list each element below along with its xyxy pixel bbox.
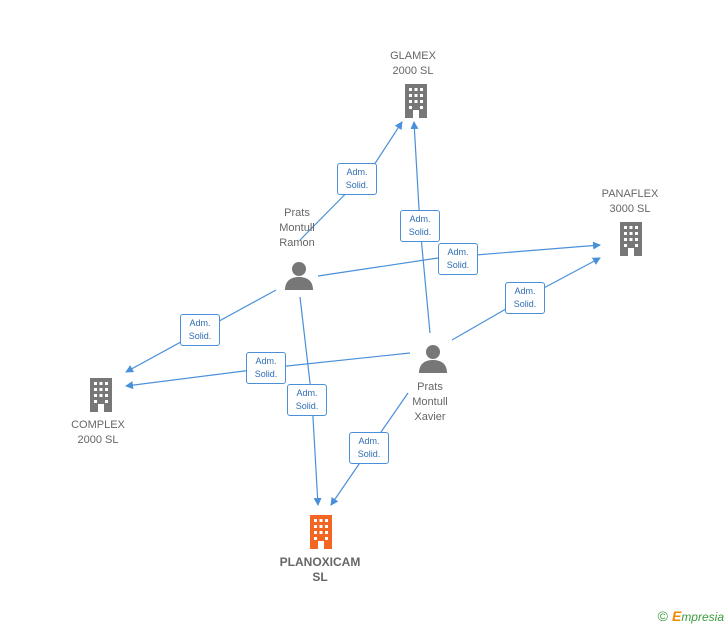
- node-label-line: Montull: [279, 222, 315, 234]
- building-icon[interactable]: [86, 378, 116, 412]
- edge-label-line: Solid.: [295, 401, 319, 411]
- brand-footer: ©Empresia: [658, 608, 724, 624]
- edge-label-xavier-panaflex[interactable]: Adm. Solid.: [505, 282, 545, 314]
- edge-label-ramon-glamex[interactable]: Adm. Solid.: [337, 163, 377, 195]
- edge-label-line: Adm.: [447, 247, 469, 257]
- brand-logo-text: mpresia: [681, 610, 724, 624]
- node-label-panaflex[interactable]: PANAFLEX 3000 SL: [590, 187, 670, 217]
- edge-label-line: Solid.: [446, 260, 470, 270]
- edge-label-line: Solid.: [357, 449, 381, 459]
- edge-label-line: Solid.: [188, 331, 212, 341]
- node-label-line: PLANOXICAM: [279, 555, 361, 569]
- edge-label-xavier-glamex[interactable]: Adm. Solid.: [400, 210, 440, 242]
- node-label-line: Xavier: [414, 411, 446, 423]
- node-label-line: Prats: [284, 207, 310, 219]
- edge-label-ramon-complex[interactable]: Adm. Solid.: [180, 314, 220, 346]
- edge-label-xavier-complex[interactable]: Adm. Solid.: [246, 352, 286, 384]
- edge-label-line: Solid.: [254, 369, 278, 379]
- node-label-line: COMPLEX: [71, 419, 125, 431]
- building-icon[interactable]: [616, 222, 646, 256]
- node-label-line: Montull: [412, 396, 448, 408]
- edge-label-line: Adm.: [296, 388, 318, 398]
- node-label-planoxicam[interactable]: PLANOXICAM SL: [260, 555, 380, 585]
- edge-label-line: Adm.: [255, 356, 277, 366]
- node-label-line: Prats: [417, 381, 443, 393]
- edge-label-line: Adm.: [514, 286, 536, 296]
- building-icon[interactable]: [401, 84, 431, 118]
- edge-label-ramon-panaflex[interactable]: Adm. Solid.: [438, 243, 478, 275]
- node-label-ramon[interactable]: Prats Montull Ramon: [257, 206, 337, 251]
- edge-label-line: Solid.: [408, 227, 432, 237]
- node-label-line: 2000 SL: [77, 434, 119, 446]
- edge-label-ramon-planoxicam[interactable]: Adm. Solid.: [287, 384, 327, 416]
- edge-label-line: Adm.: [346, 167, 368, 177]
- edge-label-xavier-planoxicam[interactable]: Adm. Solid.: [349, 432, 389, 464]
- node-label-line: Ramon: [279, 237, 315, 249]
- node-label-line: 3000 SL: [609, 203, 651, 215]
- node-label-line: 2000 SL: [392, 65, 434, 77]
- node-label-line: SL: [312, 570, 328, 584]
- person-icon[interactable]: [284, 260, 314, 290]
- node-label-line: PANAFLEX: [601, 188, 659, 200]
- edge-label-line: Adm.: [189, 318, 211, 328]
- node-label-xavier[interactable]: Prats Montull Xavier: [390, 380, 470, 425]
- node-label-complex[interactable]: COMPLEX 2000 SL: [58, 418, 138, 448]
- edge-label-line: Adm.: [409, 214, 431, 224]
- edge-label-line: Solid.: [345, 180, 369, 190]
- edge-label-line: Adm.: [358, 436, 380, 446]
- edge-label-line: Solid.: [513, 299, 537, 309]
- node-label-glamex[interactable]: GLAMEX 2000 SL: [373, 49, 453, 79]
- node-label-line: GLAMEX: [390, 50, 436, 62]
- copyright-symbol: ©: [657, 608, 668, 624]
- brand-logo-initial: E: [671, 608, 682, 624]
- person-icon[interactable]: [418, 343, 448, 373]
- building-icon[interactable]: [306, 515, 336, 549]
